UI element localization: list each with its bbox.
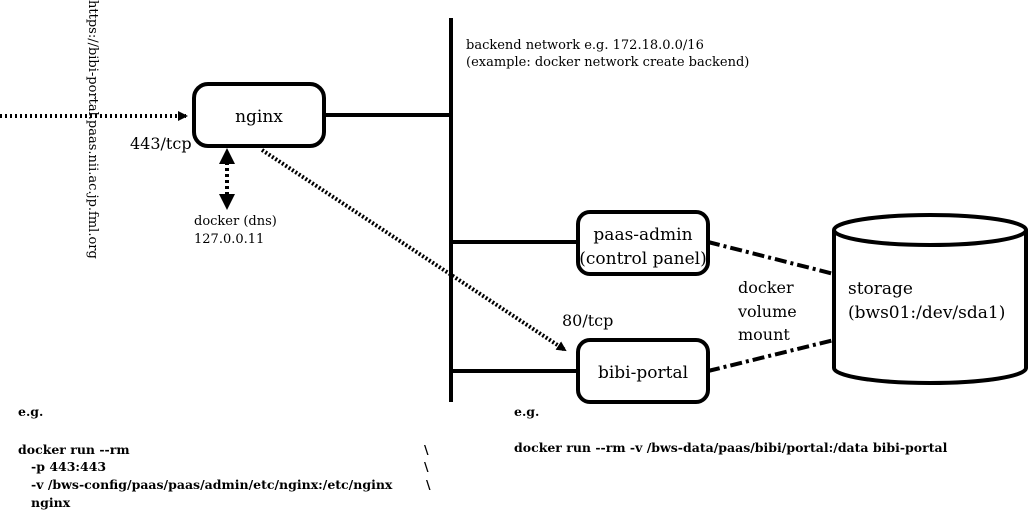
line-continuation: \ — [424, 442, 429, 457]
line-continuation: \ — [424, 459, 429, 474]
bibi-example-line: docker run --rm -v /bws-data/paas/bibi/p… — [514, 440, 948, 455]
bibi-example-eg: e.g. — [514, 404, 539, 419]
dns-label: docker (dns) — [194, 214, 277, 229]
dns-arrow-up — [219, 148, 235, 164]
dns-address: 127.0.0.11 — [194, 232, 264, 247]
nginx-example-line: -v /bws-config/paas/paas/admin/etc/nginx… — [18, 477, 393, 492]
mount-label-volume: volume — [737, 302, 797, 321]
proxy-connection — [260, 148, 567, 352]
external-url: https://bibi-portal.paas.nii.ac.jp.fml.o… — [85, 0, 100, 259]
storage-label: storage — [848, 279, 913, 299]
storage-device: (bws01:/dev/sda1) — [848, 303, 1005, 323]
paas-admin-volume-mount — [707, 240, 835, 276]
dns-arrow-down — [219, 194, 235, 210]
line-continuation: \ — [426, 477, 431, 492]
nginx-example-line: -p 443:443 — [18, 459, 106, 474]
nginx-example-line: docker run --rm — [18, 442, 130, 457]
paas-admin-sublabel: (control panel) — [579, 249, 706, 269]
bibi-portal-label: bibi-portal — [598, 363, 688, 383]
nginx-port-label: 443/tcp — [130, 134, 192, 153]
bibi-portal-volume-mount — [707, 338, 835, 373]
storage-cylinder — [832, 213, 1028, 385]
nginx-example-line: nginx — [18, 495, 71, 510]
mount-label-docker: docker — [738, 278, 794, 297]
mount-label-mount: mount — [738, 325, 790, 344]
network-example: (example: docker network create backend) — [466, 55, 749, 70]
nginx-label: nginx — [235, 107, 283, 127]
nginx-example-eg: e.g. — [18, 404, 43, 419]
bibi-port-label: 80/tcp — [562, 311, 613, 330]
network-label: backend network e.g. 172.18.0.0/16 — [466, 38, 704, 53]
paas-admin-label: paas-admin — [593, 225, 692, 245]
